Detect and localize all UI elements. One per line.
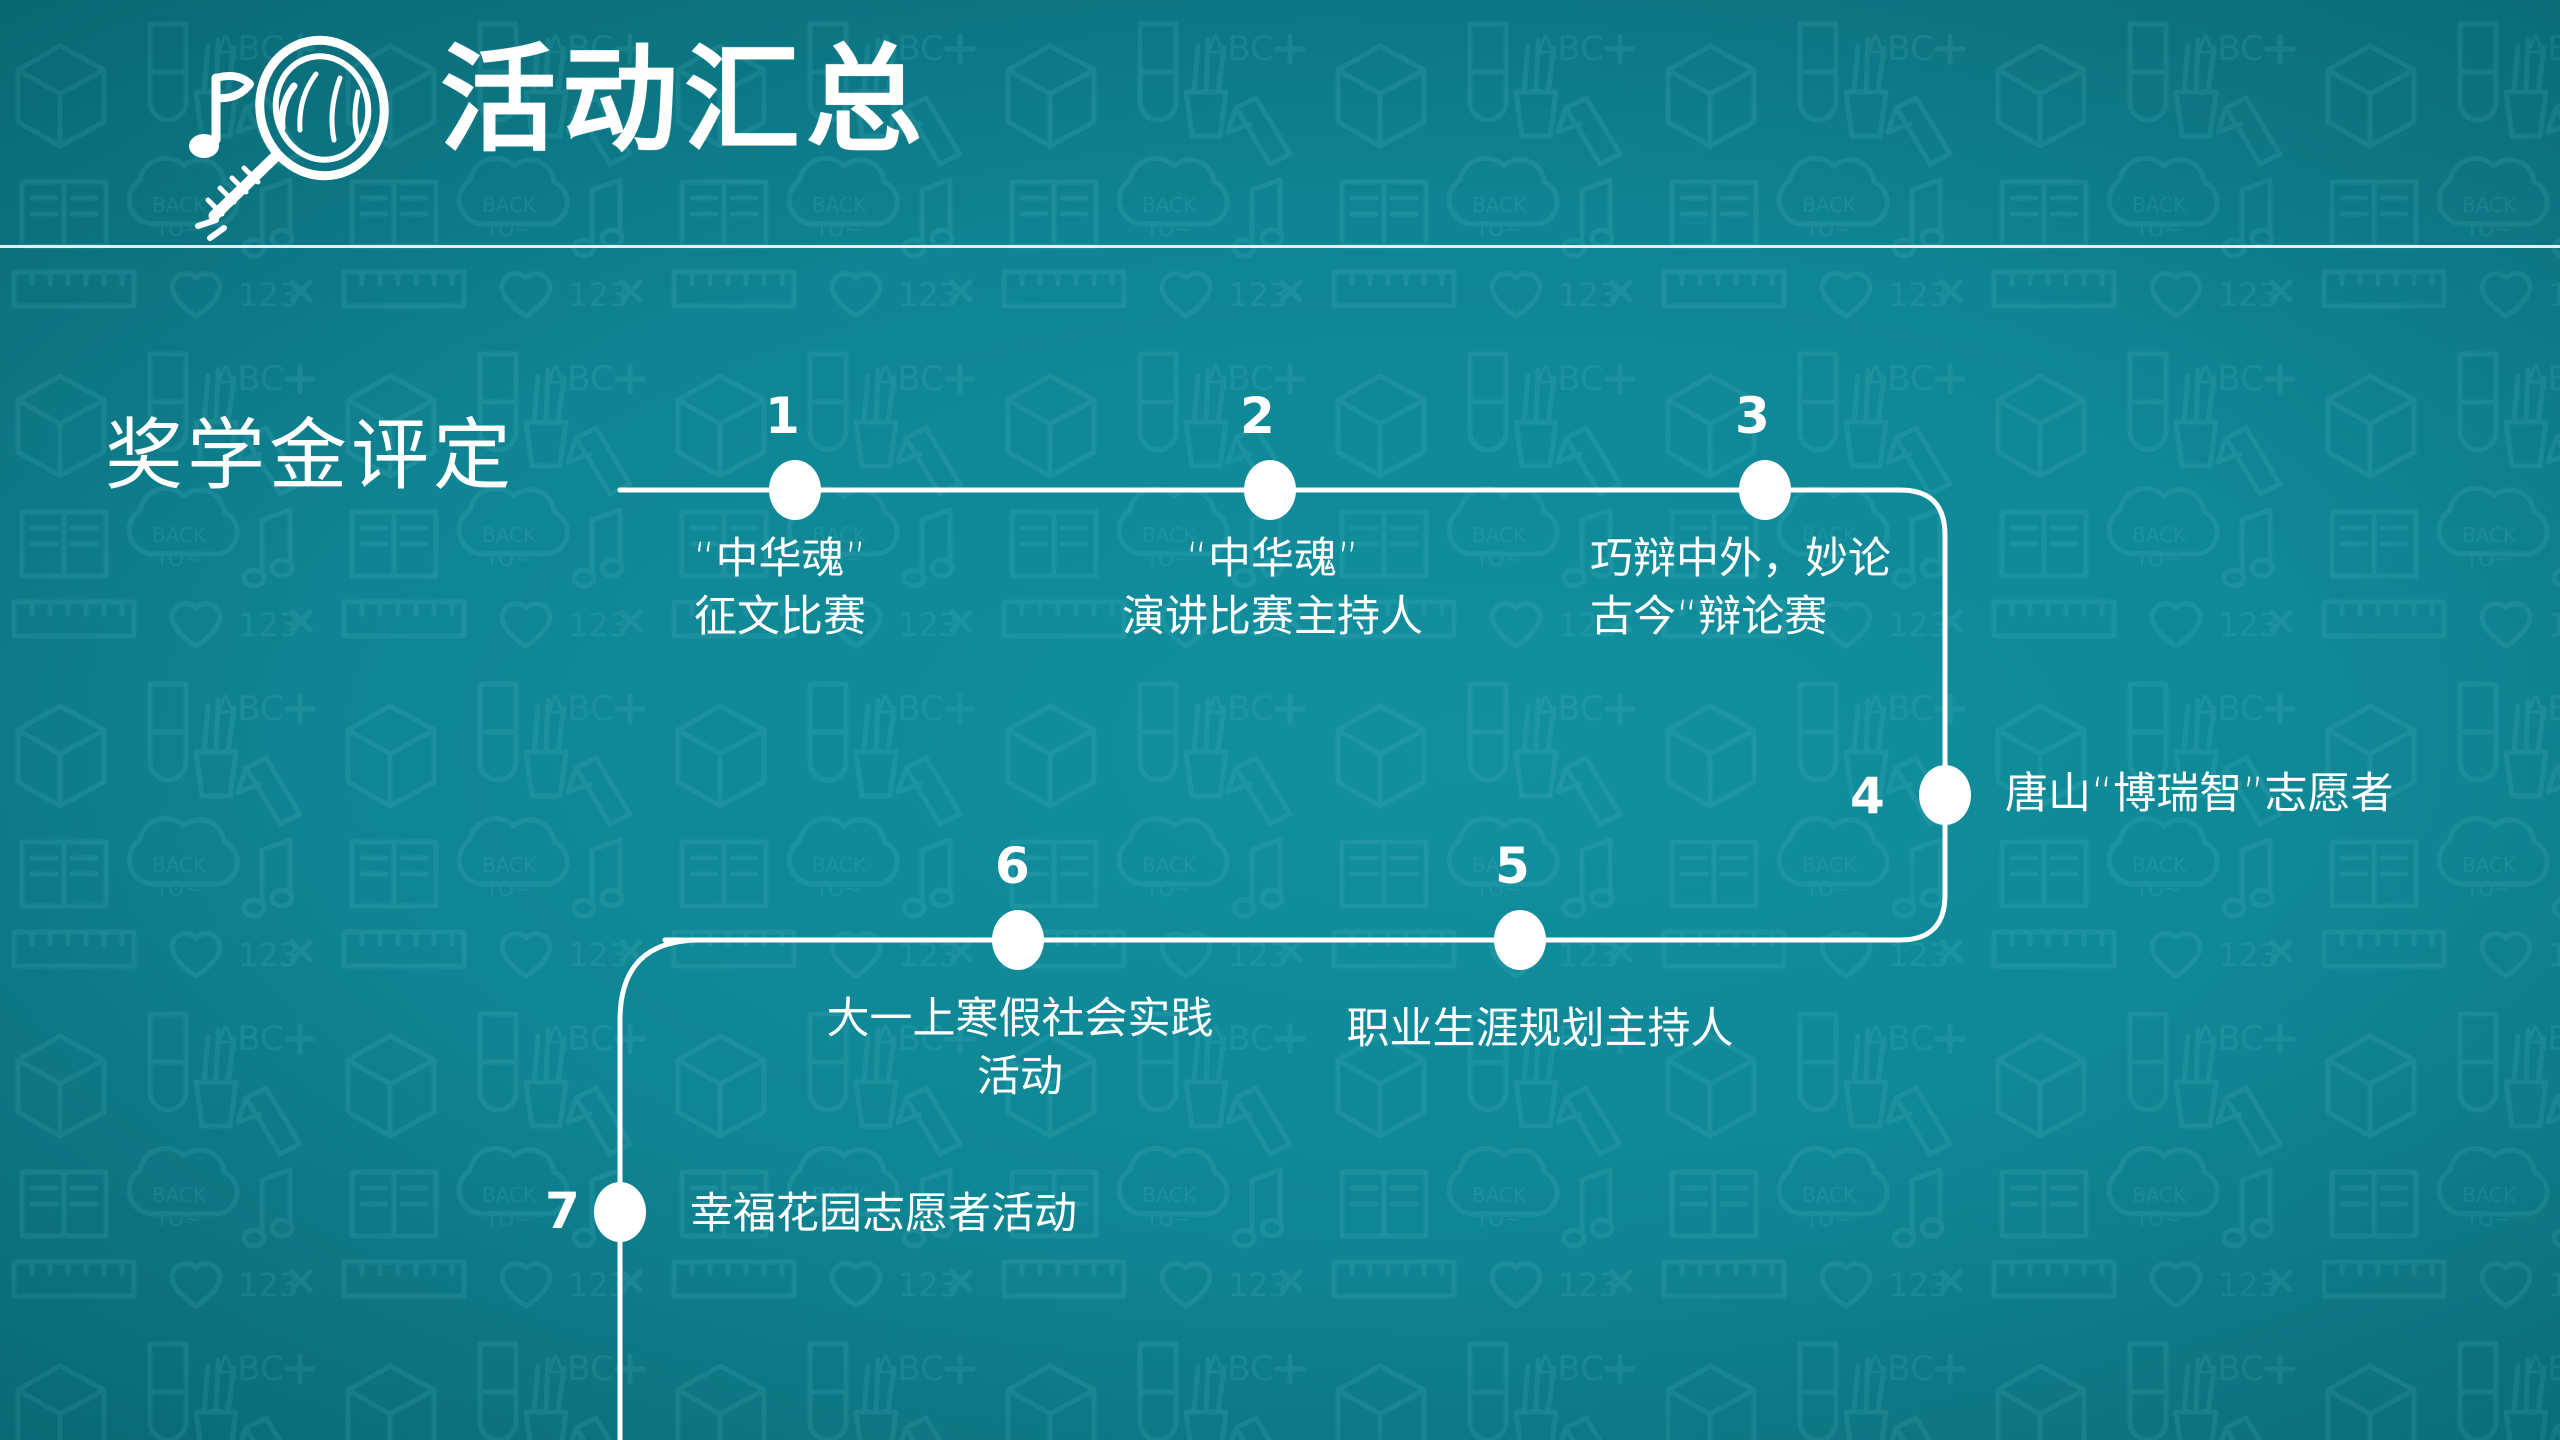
- timeline-node-1-caption: “中华魂” 征文比赛: [693, 534, 867, 642]
- timeline-segment-right: [662, 747, 1948, 943]
- timeline-segment-top: [617, 487, 1948, 753]
- timeline-node-5-number: 5: [1495, 837, 1530, 895]
- timeline-node-2-number: 2: [1240, 387, 1275, 445]
- page-title: 活动汇总: [440, 33, 928, 168]
- timeline-nodes: [594, 460, 1971, 1242]
- timeline-node-4: [1919, 765, 1971, 825]
- timeline-node-5: [1494, 910, 1546, 970]
- timeline-node-3-number: 3: [1735, 387, 1770, 445]
- timeline-node-4-caption: 唐山“博瑞智”志愿者: [2005, 769, 2394, 819]
- timeline-node-4-number: 4: [1850, 767, 1885, 825]
- timeline-node-3-caption: 巧辩中外，妙论 古今“辩论赛: [1590, 534, 1891, 642]
- timeline-node-2: [1244, 460, 1296, 520]
- section-label: 奖学金评定: [105, 411, 516, 501]
- timeline-node-6-number: 6: [995, 837, 1030, 895]
- timeline-node-6-caption: 大一上寒假社会实践 活动: [826, 994, 1214, 1102]
- timeline-segment-left: [617, 937, 703, 1440]
- magnifier-music-note-icon: [189, 35, 389, 241]
- timeline-node-5-caption: 职业生涯规划主持人: [1346, 1004, 1734, 1054]
- header-divider: [0, 245, 2560, 248]
- timeline-node-7-caption: 幸福花园志愿者活动: [690, 1189, 1077, 1239]
- timeline-node-7-number: 7: [545, 1182, 580, 1240]
- timeline-node-7: [594, 1182, 646, 1242]
- timeline-node-3: [1739, 460, 1791, 520]
- timeline-node-2-caption: “中华魂” 演讲比赛主持人: [1122, 534, 1423, 642]
- timeline-node-1: [769, 460, 821, 520]
- timeline-node-6: [992, 910, 1044, 970]
- slide-header: 活动汇总: [0, 0, 2560, 248]
- timeline-node-1-number: 1: [765, 387, 800, 445]
